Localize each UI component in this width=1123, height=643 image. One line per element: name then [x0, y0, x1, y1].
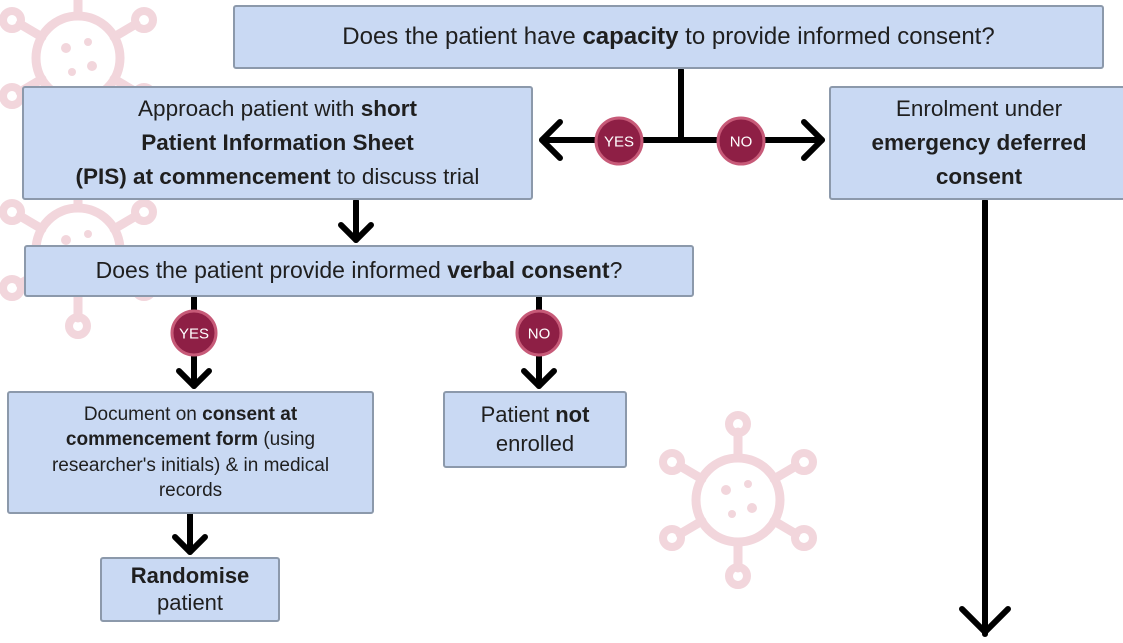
randomise-text: Randomise patient	[130, 563, 250, 615]
randomise-box: Randomise patient	[100, 557, 280, 622]
svg-text:YES: YES	[604, 134, 634, 151]
not-enrolled-box: Patient not enrolled	[443, 391, 627, 468]
badge-yes-verbal: YES	[170, 309, 218, 357]
capacity-question-text: Does the patient have capacity to provid…	[342, 22, 995, 50]
svg-text:NO: NO	[730, 134, 753, 151]
document-box: Document on consent at commencement form…	[7, 391, 374, 514]
arrow-left-icon	[539, 119, 563, 161]
arrow-right-icon	[801, 119, 825, 161]
badge-no-top: NO	[716, 116, 766, 166]
capacity-question-box: Does the patient have capacity to provid…	[233, 5, 1104, 69]
badge-yes-top: YES	[594, 116, 644, 166]
arrow-down-icon	[959, 606, 1011, 635]
arrow-down-icon	[172, 534, 208, 555]
arrow-down-icon	[176, 368, 212, 389]
document-text: Document on consent at commencement form…	[51, 403, 330, 501]
svg-text:NO: NO	[528, 326, 551, 343]
badge-no-verbal: NO	[515, 309, 563, 357]
approach-text: Approach patient with short Patient Info…	[75, 96, 480, 189]
verbal-question-box: Does the patient provide informed verbal…	[24, 245, 694, 297]
verbal-question-text: Does the patient provide informed verbal…	[95, 257, 623, 284]
not-enrolled-text: Patient not enrolled	[480, 401, 590, 456]
approach-box: Approach patient with short Patient Info…	[22, 86, 533, 200]
emergency-text: Enrolment under emergency deferred conse…	[871, 96, 1087, 189]
emergency-box: Enrolment under emergency deferred conse…	[829, 86, 1123, 200]
arrow-down-icon	[338, 222, 374, 243]
svg-text:YES: YES	[179, 326, 209, 343]
arrow-down-icon	[521, 368, 557, 389]
